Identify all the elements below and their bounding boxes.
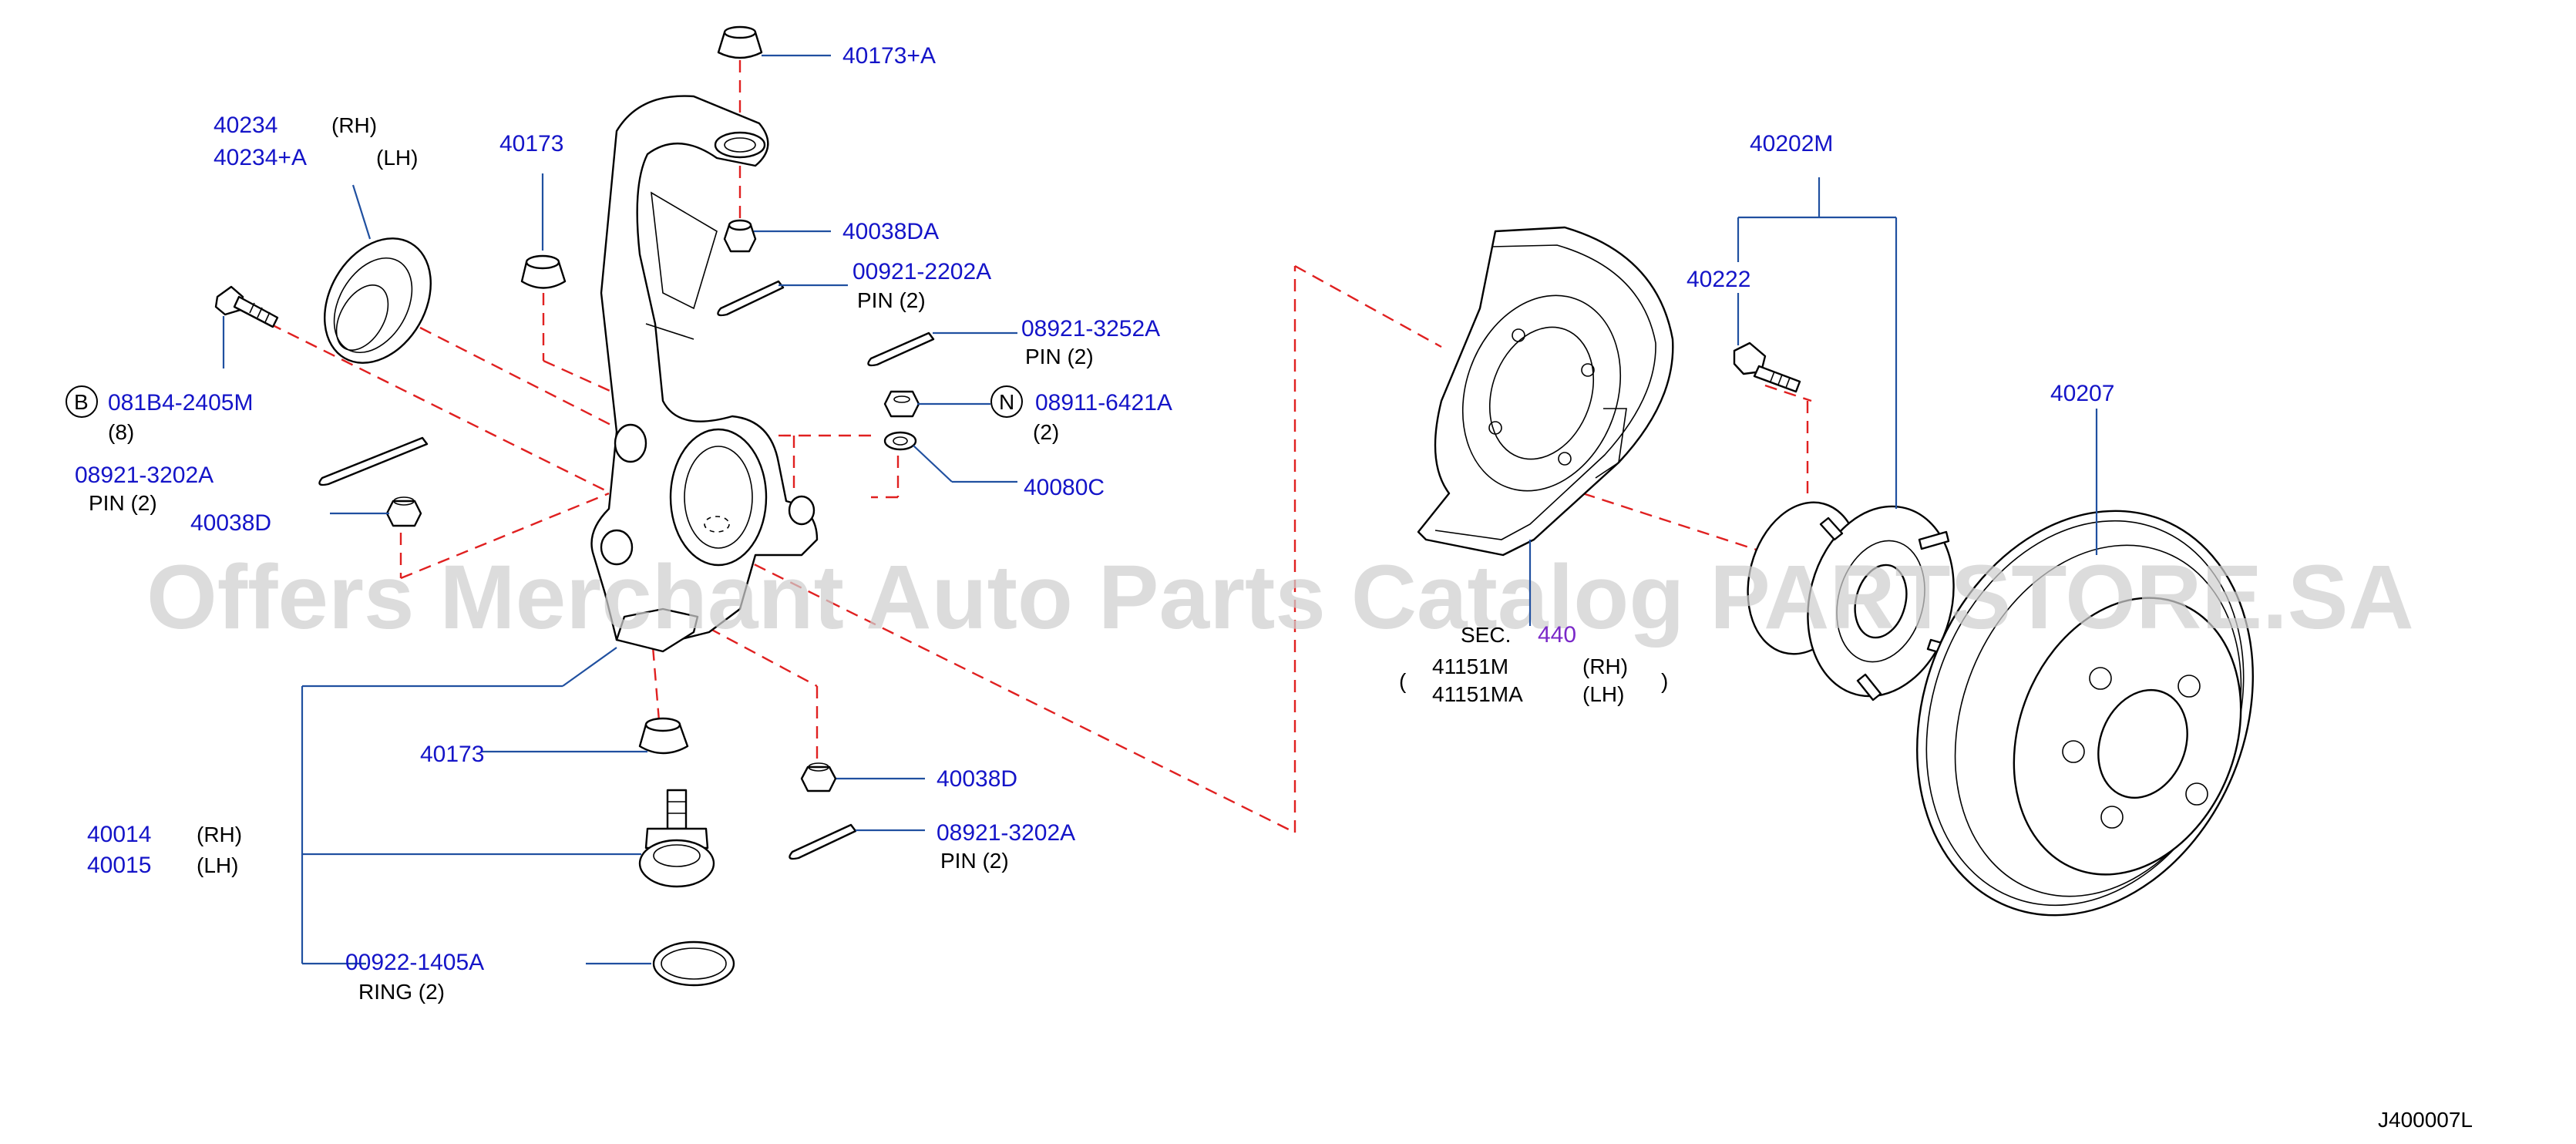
callout-40173-upper[interactable]: 40173 bbox=[499, 131, 563, 156]
brace-right: ) bbox=[1661, 669, 1668, 693]
callout-00922-note: RING (2) bbox=[358, 980, 445, 1004]
drawing-code: J400007L bbox=[2378, 1108, 2473, 1132]
boot-40173-upper-part bbox=[520, 254, 567, 289]
callout-40202m[interactable]: 40202M bbox=[1750, 131, 1833, 156]
callout-081b4-2405m[interactable]: 081B4-2405M bbox=[108, 390, 253, 416]
callout-40207[interactable]: 40207 bbox=[2050, 381, 2114, 406]
section-ref-label: SEC. bbox=[1461, 623, 1511, 647]
boot-40173-lower-part bbox=[638, 717, 689, 755]
cotter-pin-08921-left-part bbox=[318, 436, 429, 486]
backing-plate-41151m-part bbox=[1417, 226, 1674, 557]
callout-41151ma[interactable]: 41151MA bbox=[1432, 682, 1523, 706]
callout-08921-3252a[interactable]: 08921-3252A bbox=[1021, 316, 1160, 342]
callout-40014-side: (RH) bbox=[197, 823, 242, 846]
nut-40038d-left-part bbox=[385, 496, 422, 527]
callout-081b4-qty: (8) bbox=[108, 420, 134, 444]
symbol-n-letter: N bbox=[999, 390, 1014, 414]
disc-rotor-40207-part bbox=[1916, 510, 2254, 917]
dust-boot-40234-part bbox=[324, 237, 432, 364]
callout-40234[interactable]: 40234 bbox=[214, 113, 277, 138]
snap-ring-00922-part bbox=[652, 940, 735, 987]
callout-40014[interactable]: 40014 bbox=[87, 822, 151, 847]
bolt-081b4-part bbox=[214, 285, 279, 328]
ball-joint-40014-part bbox=[638, 789, 715, 888]
boot-40173a-part bbox=[717, 25, 763, 59]
callout-08921-3252a-note: PIN (2) bbox=[1025, 345, 1094, 368]
callout-40173a[interactable]: 40173+A bbox=[842, 43, 936, 69]
callout-08921-3202a-right[interactable]: 08921-3202A bbox=[937, 820, 1075, 846]
callout-41151m-side: (RH) bbox=[1582, 654, 1628, 678]
callout-40173-lower[interactable]: 40173 bbox=[420, 742, 484, 767]
wheel-stud-40222-part bbox=[1733, 342, 1801, 393]
steering-knuckle-part bbox=[590, 95, 819, 653]
callout-40038d-right[interactable]: 40038D bbox=[937, 766, 1017, 792]
nut-40038d-right-part bbox=[800, 762, 837, 792]
callout-40038da[interactable]: 40038DA bbox=[842, 219, 939, 244]
watermark-text: Offers Merchant Auto Parts Catalog PARTS… bbox=[146, 547, 2414, 648]
symbol-b-badge: B bbox=[66, 385, 98, 418]
callout-08921-right-note: PIN (2) bbox=[940, 849, 1009, 873]
callout-40038d-left[interactable]: 40038D bbox=[190, 510, 271, 536]
washer-40080c-part bbox=[883, 431, 917, 451]
callout-08911-6421a[interactable]: 08911-6421A bbox=[1035, 390, 1172, 416]
callout-00921-2202a[interactable]: 00921-2202A bbox=[853, 259, 991, 284]
callout-00921-note: PIN (2) bbox=[857, 288, 926, 312]
callout-40234a-side: (LH) bbox=[376, 146, 418, 170]
cotter-pin-08921-right-part bbox=[789, 823, 857, 860]
wheel-hub-40202m-part bbox=[1747, 501, 1959, 702]
callout-08921-3202a-left[interactable]: 08921-3202A bbox=[75, 463, 214, 488]
callout-41151ma-side: (LH) bbox=[1582, 682, 1624, 706]
symbol-n-badge: N bbox=[990, 385, 1023, 418]
callout-40234-side: (RH) bbox=[331, 113, 377, 137]
callout-41151m[interactable]: 41151M bbox=[1432, 654, 1508, 678]
nut-08911-part bbox=[883, 390, 920, 418]
callout-00922-1405a[interactable]: 00922-1405A bbox=[345, 950, 484, 975]
brace-left: ( bbox=[1399, 669, 1407, 693]
callout-40015[interactable]: 40015 bbox=[87, 853, 151, 878]
leader-lines bbox=[222, 54, 2098, 965]
callout-40234a[interactable]: 40234+A bbox=[214, 145, 307, 170]
callout-40222[interactable]: 40222 bbox=[1687, 267, 1750, 292]
callout-08911-qty: (2) bbox=[1033, 420, 1059, 444]
callout-40080c[interactable]: 40080C bbox=[1024, 475, 1105, 500]
cotter-pin-08921-3252-part bbox=[867, 331, 935, 367]
callout-08921-left-note: PIN (2) bbox=[89, 491, 157, 515]
cotter-pin-00921-part bbox=[717, 280, 785, 317]
nut-40038da-part bbox=[723, 219, 757, 253]
section-ref-number[interactable]: 440 bbox=[1538, 622, 1576, 648]
symbol-b-letter: B bbox=[74, 390, 89, 414]
callout-40015-side: (LH) bbox=[197, 853, 238, 877]
